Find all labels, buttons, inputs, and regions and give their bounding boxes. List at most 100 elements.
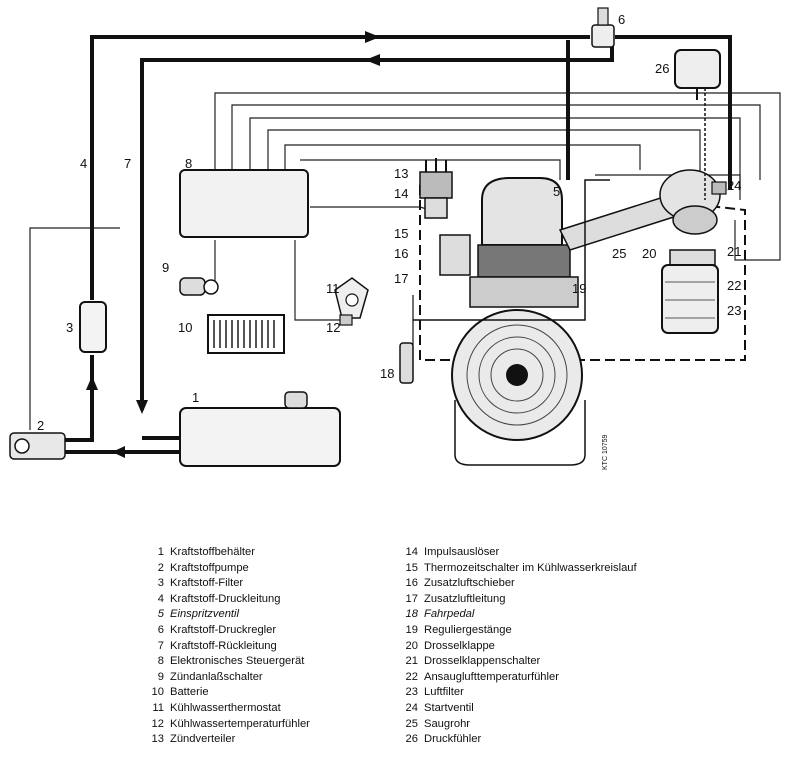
callout-26: 26 <box>655 61 669 76</box>
legend-item: 10 Batterie <box>148 685 310 701</box>
throttle-body <box>659 169 721 235</box>
coolant-thermostat <box>334 277 369 319</box>
callout-15: 15 <box>394 226 408 241</box>
legend-label: Kraftstoff-Rückleitung <box>170 639 277 652</box>
legend-item: 1 Kraftstoffbehälter <box>148 545 310 561</box>
callout-19: 19 <box>572 281 586 296</box>
legend-label: Batterie <box>170 686 209 699</box>
legend-number: 5 <box>157 608 164 621</box>
legend-number: 7 <box>157 639 164 652</box>
fuel-filter <box>79 301 107 353</box>
start-valve <box>711 181 727 195</box>
legend-number: 1 <box>157 546 164 558</box>
callout-3: 3 <box>66 320 73 335</box>
fuel-lines <box>65 35 732 454</box>
callout-13: 13 <box>394 166 408 181</box>
legend-label: Kraftstoff-Filter <box>170 577 244 590</box>
pressure-sensor <box>674 49 721 200</box>
callout-17: 17 <box>394 271 408 286</box>
air-filter <box>661 249 719 334</box>
callout-6: 6 <box>618 12 625 27</box>
battery <box>207 314 285 354</box>
legend-label: Kraftstoff-Druckregler <box>170 623 277 636</box>
callout-2: 2 <box>37 418 44 433</box>
legend-label: Druckfühler <box>424 733 482 746</box>
stamp-text: KTC 10759 <box>602 434 609 470</box>
legend-label: Drosselklappe <box>424 639 495 652</box>
legend-number: 12 <box>151 717 164 730</box>
callout-25: 25 <box>612 246 626 261</box>
callout-14: 14 <box>394 186 408 201</box>
legend-item: 6 Kraftstoff-Druckregler <box>148 623 310 639</box>
callout-labels: 1 2 3 4 5 6 7 8 9 10 11 12 13 14 15 16 1… <box>37 12 741 433</box>
callout-4: 4 <box>80 156 87 171</box>
callout-24: 24 <box>727 178 741 193</box>
callout-8: 8 <box>185 156 192 171</box>
legend-label: Zündanlaßschalter <box>170 670 263 683</box>
legend-label: Kraftstoffbehälter <box>170 546 255 558</box>
callout-5: 5 <box>553 184 560 199</box>
legend-label: Impulsauslöser <box>424 546 500 558</box>
legend-number: 9 <box>157 670 164 683</box>
fuel-tank <box>179 391 341 467</box>
legend-label: Drosselklappenschalter <box>424 655 541 668</box>
callout-11: 11 <box>326 281 340 296</box>
callout-23: 23 <box>727 303 741 318</box>
flow-arrows <box>86 31 380 458</box>
callout-18: 18 <box>380 366 394 381</box>
legend-item: 20 Drosselklappe <box>398 639 637 655</box>
callout-12: 12 <box>326 320 340 335</box>
legend-number: 24 <box>405 701 418 714</box>
legend-number: 3 <box>157 577 164 590</box>
engine-outline <box>419 185 746 361</box>
legend-label: Elektronisches Steuergerät <box>170 655 305 668</box>
pressure-regulator <box>591 7 615 48</box>
legend-number: 2 <box>157 561 164 574</box>
legend-number: 14 <box>405 546 418 558</box>
callout-7: 7 <box>124 156 131 171</box>
legend-number: 10 <box>151 686 164 699</box>
accelerator-pedal <box>399 342 414 384</box>
crank-pulley <box>451 309 583 441</box>
legend-number: 6 <box>157 623 164 636</box>
legend-item: 26 Druckfühler <box>398 732 637 748</box>
legend-label: Startventil <box>424 701 474 714</box>
legend-item: 7 Kraftstoff-Rückleitung <box>148 639 310 655</box>
engine-block <box>439 177 579 308</box>
callout-1: 1 <box>192 390 199 405</box>
legend-label: Thermozeitschalter im Kühlwasserkreislau… <box>424 561 637 574</box>
legend-number: 22 <box>405 670 418 683</box>
distributor <box>419 158 453 219</box>
legend-label: Zusatzluftleitung <box>424 592 506 605</box>
callout-10: 10 <box>178 320 192 335</box>
legend-number: 16 <box>405 577 418 590</box>
legend-label: Reguliergestänge <box>424 623 512 636</box>
fuel-pump <box>9 432 66 460</box>
callout-20: 20 <box>642 246 656 261</box>
legend-label: Fahrpedal <box>424 608 475 621</box>
legend-number: 23 <box>405 686 418 699</box>
legend-number: 26 <box>405 733 418 746</box>
legend-item: 17 Zusatzluftleitung <box>398 592 637 608</box>
ignition-switch <box>179 277 219 296</box>
control-unit <box>179 169 309 238</box>
legend-number: 19 <box>405 623 418 636</box>
legend-number: 17 <box>405 592 418 605</box>
legend-number: 20 <box>405 639 418 652</box>
callout-16: 16 <box>394 246 408 261</box>
legend-item: 14 Impulsauslöser <box>398 545 637 561</box>
legend-label: Zündverteiler <box>170 733 236 746</box>
legend-label: Kraftstoffpumpe <box>170 561 249 574</box>
